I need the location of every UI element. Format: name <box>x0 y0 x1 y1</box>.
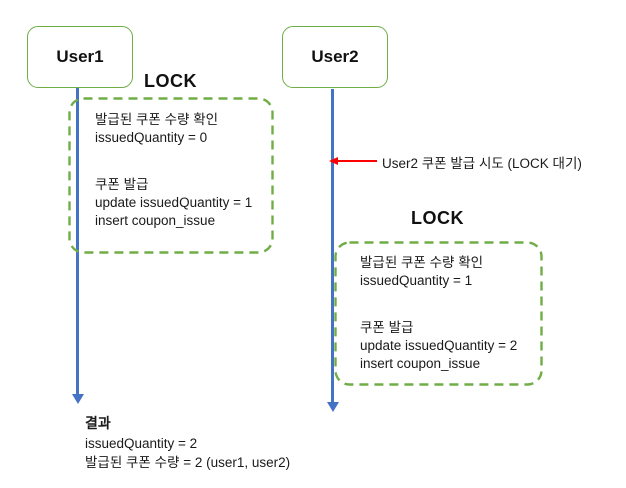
lock-label-user1: LOCK <box>144 71 197 91</box>
issue-update: update issuedQuantity = 1 <box>95 195 253 210</box>
actor-user2-box: User2 <box>282 26 388 88</box>
result-block: 결과 issuedQuantity = 2 발급된 쿠폰 수량 = 2 (use… <box>85 413 290 472</box>
actor-user1-label: User1 <box>56 47 104 66</box>
result-line-2: 발급된 쿠폰 수량 = 2 (user1, user2) <box>85 455 291 470</box>
check-title: 발급된 쿠폰 수량 확인 <box>95 112 219 127</box>
lock-region-user2: 발급된 쿠폰 수량 확인 issuedQuantity = 1 쿠폰 발급 up… <box>334 241 543 386</box>
result-line-1: issuedQuantity = 2 <box>85 436 198 451</box>
issue-insert: insert coupon_issue <box>360 356 481 371</box>
actor-user1-box: User1 <box>27 26 133 88</box>
issue-insert: insert coupon_issue <box>95 213 216 228</box>
lifeline-user1 <box>76 88 79 395</box>
check-title: 발급된 쿠폰 수량 확인 <box>360 255 484 270</box>
issue-update: update issuedQuantity = 2 <box>360 338 518 353</box>
issue-title: 쿠폰 발급 <box>360 320 414 335</box>
issue-group: 쿠폰 발급 update issuedQuantity = 2 insert c… <box>360 319 517 373</box>
check-group: 발급된 쿠폰 수량 확인 issuedQuantity = 0 <box>95 111 252 147</box>
lock-region-user1-border <box>68 97 274 254</box>
result-title: 결과 <box>85 415 111 431</box>
lifeline-user2 <box>331 89 334 403</box>
check-value: issuedQuantity = 0 <box>95 130 208 145</box>
lock-region-user1: 발급된 쿠폰 수량 확인 issuedQuantity = 0 쿠폰 발급 up… <box>68 97 274 254</box>
actor-user2-label: User2 <box>311 47 359 66</box>
lock-region-user2-content: 발급된 쿠폰 수량 확인 issuedQuantity = 1 쿠폰 발급 up… <box>360 254 517 373</box>
lock-region-user2-border <box>334 241 543 386</box>
lifeline-user2-arrowhead <box>326 402 339 412</box>
check-value: issuedQuantity = 1 <box>360 273 473 288</box>
lock-region-user1-content: 발급된 쿠폰 수량 확인 issuedQuantity = 0 쿠폰 발급 up… <box>95 111 252 230</box>
check-group: 발급된 쿠폰 수량 확인 issuedQuantity = 1 <box>360 254 517 290</box>
lifeline-user1-arrowhead <box>71 394 84 404</box>
issue-title: 쿠폰 발급 <box>95 177 149 192</box>
wait-arrow-line <box>337 160 377 162</box>
wait-arrow-head-icon <box>329 156 338 165</box>
wait-annotation-text: User2 쿠폰 발급 시도 (LOCK 대기) <box>382 156 582 171</box>
issue-group: 쿠폰 발급 update issuedQuantity = 1 insert c… <box>95 176 252 230</box>
lock-label-user2: LOCK <box>411 208 464 228</box>
